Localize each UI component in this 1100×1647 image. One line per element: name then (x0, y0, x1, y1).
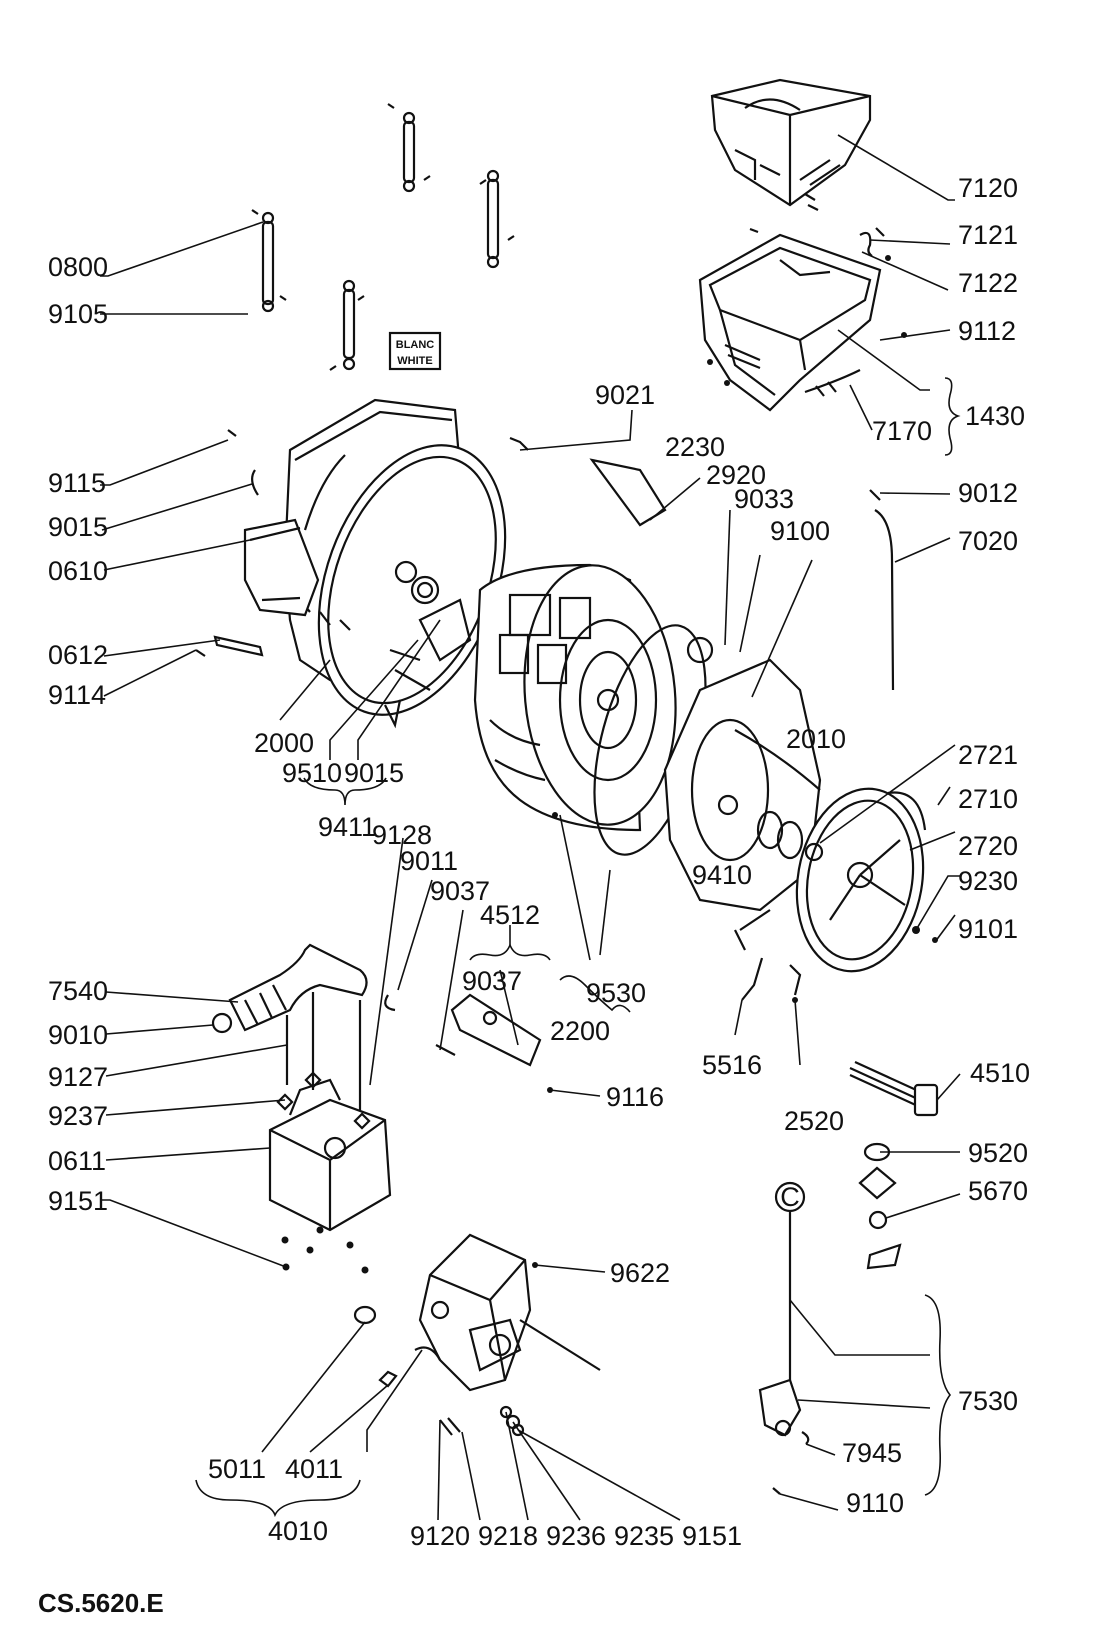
label-4010: 4010 (268, 1516, 328, 1546)
label-2520: 2520 (784, 1106, 844, 1136)
part-number-labels: 7120 7121 7122 9112 1430 7170 0800 9105 … (48, 173, 1030, 1551)
label-7170: 7170 (872, 416, 932, 446)
label-9033: 9033 (734, 484, 794, 514)
label-7120: 7120 (958, 173, 1018, 203)
label-9151-left: 9151 (48, 1186, 108, 1216)
label-7540: 7540 (48, 976, 108, 1006)
heater-4510-part (849, 1060, 939, 1117)
label-2721: 2721 (958, 740, 1018, 770)
clip-9012-part (869, 489, 881, 501)
label-7530: 7530 (958, 1386, 1018, 1416)
motor-bolt-parts (499, 1405, 525, 1437)
label-2720: 2720 (958, 831, 1018, 861)
label-9115: 9115 (48, 468, 106, 498)
label-4512: 4512 (480, 900, 540, 930)
pulley-part (795, 787, 938, 973)
front-weight-part (195, 429, 320, 657)
label-9151-bottom: 9151 (682, 1521, 742, 1551)
label-9520: 9520 (968, 1138, 1028, 1168)
label-7020: 7020 (958, 526, 1018, 556)
label-0610: 0610 (48, 556, 108, 586)
sensor-parts (741, 957, 802, 1003)
label-9101: 9101 (958, 914, 1018, 944)
label-9021: 9021 (595, 380, 655, 410)
label-2000: 2000 (254, 728, 314, 758)
suspension-springs-part (251, 103, 515, 371)
label-9011: 9011 (400, 846, 458, 876)
label-9230: 9230 (958, 866, 1018, 896)
label-7122: 7122 (958, 268, 1018, 298)
label-9235: 9235 (614, 1521, 674, 1551)
label-9037-upper: 9037 (430, 876, 490, 906)
label-9012: 9012 (958, 478, 1018, 508)
label-9120: 9120 (410, 1521, 470, 1551)
drawer-housing-part (698, 233, 882, 412)
detergent-drawer-part (710, 78, 872, 207)
front-tub-part (593, 624, 822, 951)
clip-9021-part (509, 436, 529, 451)
rear-tub-part (283, 398, 507, 729)
label-9010: 9010 (48, 1020, 108, 1050)
label-9218: 9218 (478, 1521, 538, 1551)
temperature-sensor-part (858, 1142, 902, 1270)
label-7945: 7945 (842, 1438, 902, 1468)
diagram-code: CS.5620.E (38, 1588, 164, 1618)
label-4510: 4510 (970, 1058, 1030, 1088)
label-9530: 9530 (586, 978, 646, 1008)
label-0611: 0611 (48, 1146, 106, 1176)
pressure-switch-part: C (758, 1181, 810, 1495)
label-9236: 9236 (546, 1521, 606, 1551)
motor-part (418, 1233, 601, 1392)
label-2230: 2230 (665, 432, 725, 462)
drain-hose-part (211, 943, 368, 1034)
leader-lines (100, 134, 961, 1521)
label-5011: 5011 (208, 1454, 266, 1484)
label-9410: 9410 (692, 860, 752, 890)
label-9622: 9622 (610, 1258, 670, 1288)
label-2920: 2920 (706, 460, 766, 490)
drum-part (473, 563, 677, 832)
label-9411: 9411 (318, 812, 376, 842)
tag-text-blanc: BLANC (396, 339, 435, 351)
label-0612: 0612 (48, 640, 108, 670)
label-5670: 5670 (968, 1176, 1028, 1206)
tag-text-white: WHITE (397, 355, 432, 367)
blanc-white-tag (388, 331, 442, 371)
label-9037-lower: 9037 (462, 966, 522, 996)
label-1430: 1430 (965, 401, 1025, 431)
label-9510: 9510 (282, 758, 342, 788)
circle-marker-c: C (780, 1182, 800, 1212)
counterweight-bracket-part (589, 458, 667, 527)
label-9110: 9110 (846, 1488, 904, 1518)
label-5516: 5516 (702, 1050, 762, 1080)
label-9237: 9237 (48, 1101, 108, 1131)
label-2010: 2010 (786, 724, 846, 754)
pump-bracket-4512-part (384, 993, 553, 1093)
label-9127: 9127 (48, 1062, 108, 1092)
label-2200: 2200 (550, 1016, 610, 1046)
label-2710: 2710 (958, 784, 1018, 814)
label-9114: 9114 (48, 680, 106, 710)
label-9105: 9105 (48, 299, 108, 329)
label-4011: 4011 (285, 1454, 343, 1484)
base-0611-part (268, 992, 392, 1274)
label-9112: 9112 (958, 316, 1016, 346)
hose-7020-part (874, 509, 895, 691)
label-9100: 9100 (770, 516, 830, 546)
label-0800: 0800 (48, 252, 108, 282)
label-9128: 9128 (372, 820, 432, 850)
label-7121: 7121 (958, 220, 1018, 250)
label-9015-lower: 9015 (344, 758, 404, 788)
label-9015-upper: 9015 (48, 512, 108, 542)
label-9116: 9116 (606, 1082, 664, 1112)
